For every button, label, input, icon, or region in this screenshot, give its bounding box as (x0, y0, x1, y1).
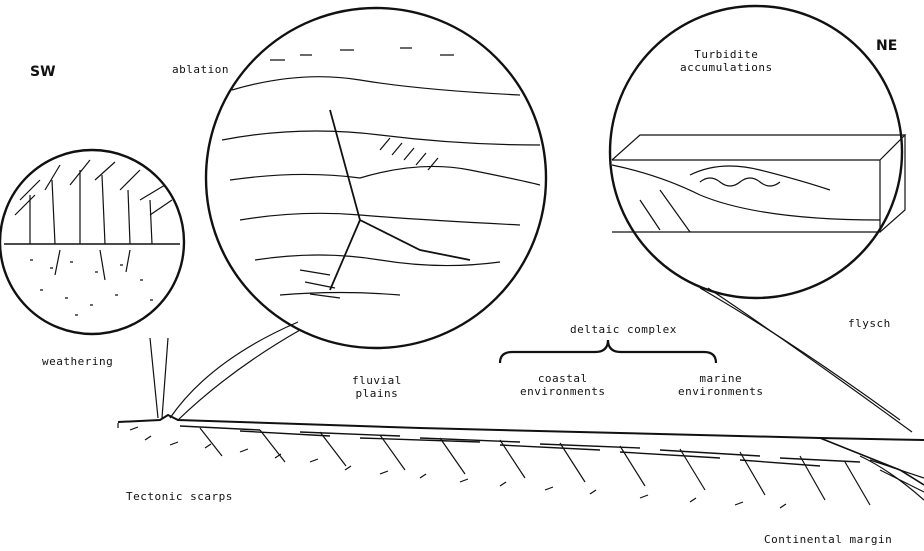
weathering-label: weathering (42, 355, 113, 368)
fault-blocks (130, 427, 870, 508)
coastal-environments-label: coastal environments (520, 372, 605, 398)
ablation-circle (206, 8, 546, 348)
direction-ne-label: NE (876, 38, 897, 54)
fluvial-plains-label: fluvial plains (352, 374, 402, 400)
tectonic-scarps-label: Tectonic scarps (126, 490, 233, 503)
marine-environments-label: marine environments (678, 372, 763, 398)
sediment-band (180, 426, 860, 466)
deltaic-brace (500, 340, 716, 363)
flysch-label: flysch (848, 317, 891, 330)
connector-lines (150, 288, 912, 432)
continental-margin-label: Continental margin (764, 533, 892, 546)
turbidite-label: Turbidite accumulations (680, 48, 773, 74)
deltaic-complex-label: deltaic complex (570, 323, 677, 336)
direction-sw-label: SW (30, 64, 56, 80)
weathering-circle (0, 150, 184, 334)
ground-profile (118, 415, 924, 500)
ablation-label: ablation (172, 63, 229, 76)
